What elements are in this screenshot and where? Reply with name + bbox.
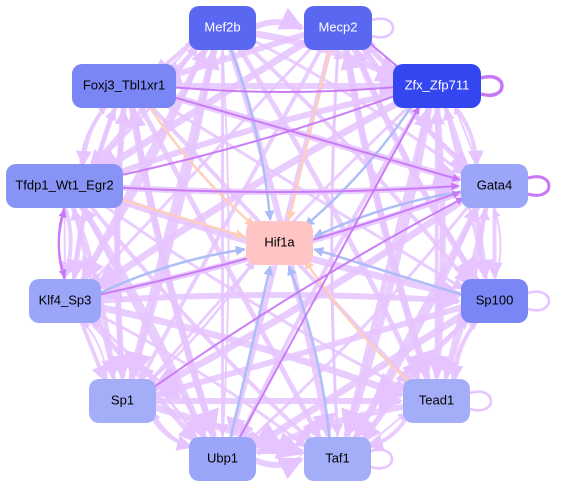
edge-sp100-ubp1 [251, 308, 471, 450]
node-hif1a[interactable]: Hif1a [246, 221, 313, 265]
node-hif1a-box [246, 221, 313, 265]
node-sp100-box [461, 279, 528, 323]
edge-zfx-tead1 [426, 105, 451, 380]
node-ubp1-label: Ubp1 [207, 450, 238, 465]
node-tfdp1-wt1-egr2[interactable]: Tfdp1_Wt1_Egr2 [6, 164, 123, 208]
node-tfdp1-wt1-egr2-box [6, 164, 123, 208]
edge-mecp2-sp1 [138, 44, 325, 382]
edge-taf1-hif1a [287, 265, 331, 440]
node-mecp2-label: Mecp2 [318, 19, 357, 34]
node-sp1-box [89, 379, 156, 423]
node-mef2b-label: Mef2b [204, 19, 240, 34]
node-gata4-box [461, 164, 528, 208]
node-mef2b-box [189, 6, 256, 50]
node-sp100-label: Sp100 [476, 292, 514, 307]
edge-foxj3-gata4 [152, 90, 461, 182]
self-loop-taf1 [370, 448, 394, 470]
node-tead1[interactable]: Tead1 [403, 379, 470, 423]
node-klf4-sp3-label: Klf4_Sp3 [39, 292, 92, 307]
self-loop-tead1 [469, 390, 493, 412]
edge-tfdp1-foxj3 [78, 105, 107, 169]
edge-gata4-hif1a [313, 189, 466, 238]
edge-sp100-hif1a [313, 247, 466, 297]
edge-ubp1-klf4 [89, 316, 203, 446]
edge-tead1-sp100 [450, 321, 478, 384]
edge-tead1-ubp1 [255, 403, 408, 456]
node-taf1-box [304, 437, 371, 481]
node-sp1[interactable]: Sp1 [89, 379, 156, 423]
node-foxj3-tbl1xr1-box [72, 64, 176, 108]
node-tead1-label: Tead1 [419, 392, 454, 407]
edge-klf4-ubp1 [84, 313, 199, 444]
node-gata4-label: Gata4 [477, 177, 512, 192]
node-taf1[interactable]: Taf1 [304, 437, 371, 481]
node-ubp1[interactable]: Ubp1 [189, 437, 256, 481]
edge-klf4-tfdp1 [57, 209, 67, 282]
edge-ubp1-foxj3 [126, 107, 218, 441]
edge-sp1-klf4 [82, 321, 109, 384]
node-mecp2-box [304, 6, 372, 50]
self-loop-sp100 [527, 290, 551, 312]
node-zfx-zfp711-box [393, 64, 481, 108]
node-mecp2[interactable]: Mecp2 [304, 6, 372, 50]
node-klf4-sp3-box [29, 279, 101, 323]
edge-zfx-taf1 [341, 104, 433, 439]
node-foxj3-tbl1xr1-label: Foxj3_Tbl1xr1 [83, 77, 165, 92]
edge-sp1-taf1 [150, 402, 306, 459]
node-mef2b[interactable]: Mef2b [189, 6, 256, 50]
self-loop-zfx [480, 74, 504, 98]
node-gata4[interactable]: Gata4 [461, 164, 528, 208]
edge-ubp1-tfdp1 [80, 205, 210, 443]
edge-taf1-sp100 [357, 316, 471, 446]
node-foxj3-tbl1xr1[interactable]: Foxj3_Tbl1xr1 [72, 64, 176, 108]
node-taf1-label: Taf1 [325, 450, 350, 465]
node-ubp1-box [189, 437, 256, 481]
edge-mecp2-hif1a [286, 47, 332, 221]
edge-zfx-tfdp1 [97, 88, 409, 184]
node-hif1a-label: Hif1a [264, 234, 295, 249]
edge-sp100-sp1 [154, 303, 467, 401]
edge-sp1-gata4 [147, 197, 465, 392]
edge-tead1-hif1a [303, 259, 417, 388]
edge-mef2b-hif1a [229, 46, 275, 221]
self-loop-gata4 [527, 175, 551, 197]
edge-klf4-sp100 [94, 287, 461, 312]
edge-foxj3-taf1 [136, 102, 322, 440]
node-sp100[interactable]: Sp100 [461, 279, 528, 323]
edge-sp1-hif1a [142, 259, 256, 388]
node-zfx-zfp711-label: Zfx_Zfp711 [405, 77, 470, 92]
edge-sp100-gata4 [493, 209, 502, 282]
self-loop-layer [370, 17, 551, 470]
node-zfx-zfp711[interactable]: Zfx_Zfp711 [393, 64, 481, 108]
node-klf4-sp3[interactable]: Klf4_Sp3 [29, 279, 101, 323]
edge-zfx-hif1a [304, 99, 417, 228]
edge-tfdp1-gata4 [94, 182, 460, 193]
edge-klf4-sp1 [78, 317, 107, 382]
edge-gata4-ubp1 [246, 199, 475, 444]
edge-ubp1-taf1 [251, 456, 304, 480]
edge-klf4-hif1a [93, 245, 246, 297]
edge-zfx-foxj3 [159, 82, 408, 93]
edge-zfx-tfdp1 [98, 90, 409, 183]
self-loop-mecp2 [371, 17, 395, 39]
edge-taf1-mecp2 [330, 51, 342, 440]
edge-ubp1-hif1a [228, 265, 274, 440]
edge-mef2b-mecp2 [251, 7, 305, 31]
edge-foxj3-hif1a [144, 99, 255, 227]
node-tead1-box [403, 379, 470, 423]
edge-gata4-zfx [453, 106, 481, 170]
node-tfdp1-wt1-egr2-label: Tfdp1_Wt1_Egr2 [15, 177, 113, 192]
node-layer: Mef2b Mecp2 Foxj3_Tbl1xr1 Zfx_Zfp711 Tfd… [6, 6, 528, 481]
edge-layer [57, 7, 503, 480]
node-sp1-label: Sp1 [111, 392, 134, 407]
